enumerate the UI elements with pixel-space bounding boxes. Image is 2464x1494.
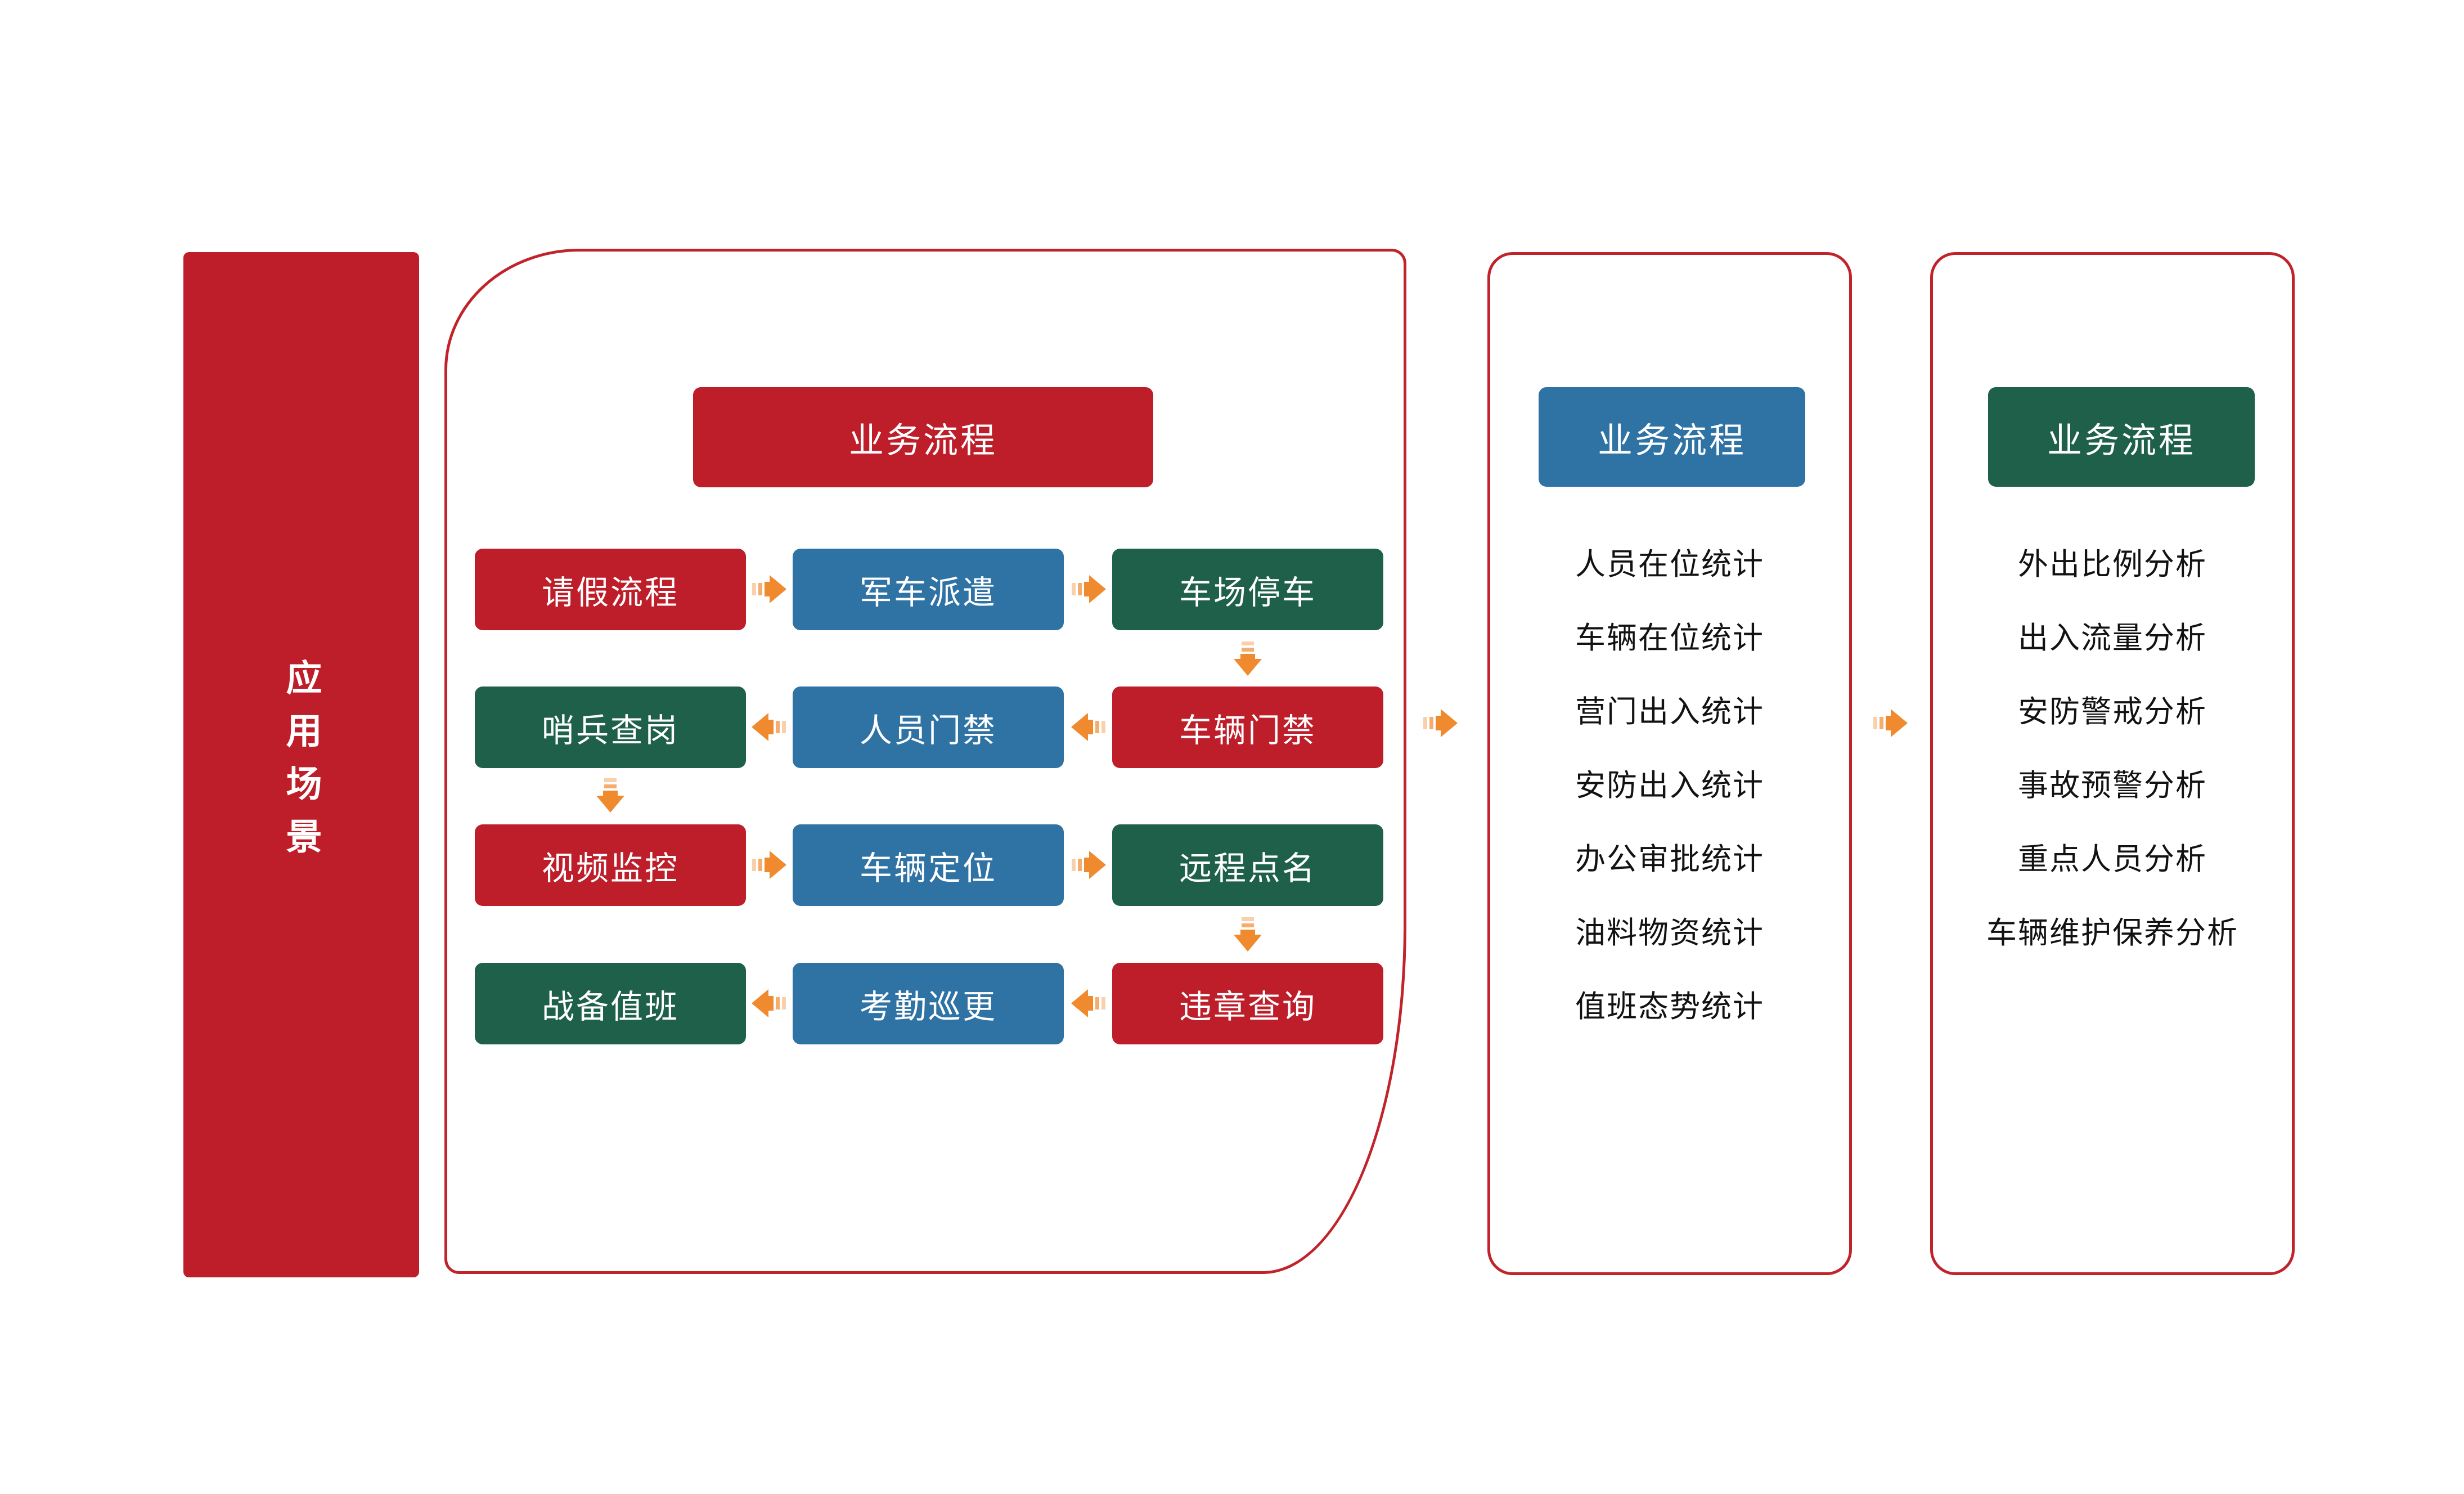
flow-arrow-down-icon	[595, 777, 626, 813]
list-item: 油料物资统计	[1575, 916, 1764, 950]
statistics-panel-header: 业务流程	[1539, 387, 1805, 487]
flow-box-vehicle-dispatch: 军车派遣	[793, 549, 1064, 630]
process-flow-panel: 业务流程 请假流程 军车派遣 车场停车 哨兵查岗 人员门禁 车辆门禁 视频监控 …	[444, 249, 1406, 1274]
list-item: 车辆在位统计	[1575, 621, 1764, 655]
panel-connector-arrow-icon	[1872, 707, 1908, 739]
flow-box-vehicle-access: 车辆门禁	[1112, 687, 1383, 768]
sidebar-application-scenarios: 应用场景	[183, 252, 419, 1277]
analysis-panel: 业务流程 外出比例分析 出入流量分析 安防警戒分析 事故预警分析 重点人员分析 …	[1930, 252, 2295, 1275]
list-item: 值班态势统计	[1575, 990, 1764, 1024]
statistics-list: 人员在位统计 车辆在位统计 营门出入统计 安防出入统计 办公审批统计 油料物资统…	[1490, 524, 1849, 1040]
list-item: 安防警戒分析	[2018, 695, 2207, 729]
flow-box-sentry-check: 哨兵查岗	[475, 687, 746, 768]
flow-arrow-down-icon	[1232, 640, 1264, 676]
flow-arrow-right-icon	[1071, 849, 1107, 881]
flow-arrow-left-icon	[1071, 711, 1107, 743]
flow-arrow-left-icon	[1071, 988, 1107, 1019]
flow-box-attendance-patrol: 考勤巡更	[793, 963, 1064, 1044]
list-item: 办公审批统计	[1575, 842, 1764, 876]
list-item: 出入流量分析	[2018, 621, 2207, 655]
flow-box-video-monitoring: 视频监控	[475, 824, 746, 906]
list-item: 营门出入统计	[1575, 695, 1764, 729]
process-panel-header: 业务流程	[693, 387, 1153, 487]
flow-box-leave-process: 请假流程	[475, 549, 746, 630]
flow-arrow-left-icon	[751, 711, 787, 743]
flow-box-lot-parking: 车场停车	[1112, 549, 1383, 630]
flow-box-personnel-access: 人员门禁	[793, 687, 1064, 768]
panel-connector-arrow-icon	[1422, 707, 1458, 739]
flow-arrow-right-icon	[751, 573, 787, 605]
flow-arrow-left-icon	[751, 988, 787, 1019]
list-item: 重点人员分析	[2018, 842, 2207, 876]
list-item: 人员在位统计	[1575, 548, 1764, 581]
list-item: 外出比例分析	[2018, 548, 2207, 581]
flow-box-violation-query: 违章查询	[1112, 963, 1383, 1044]
flow-box-combat-duty: 战备值班	[475, 963, 746, 1044]
statistics-panel: 业务流程 人员在位统计 车辆在位统计 营门出入统计 安防出入统计 办公审批统计 …	[1487, 252, 1852, 1275]
list-item: 事故预警分析	[2018, 769, 2207, 802]
flow-arrow-right-icon	[751, 849, 787, 881]
flow-box-remote-rollcall: 远程点名	[1112, 824, 1383, 906]
list-item: 车辆维护保养分析	[1986, 916, 2238, 950]
sidebar-label: 应用场景	[281, 659, 322, 871]
flow-arrow-right-icon	[1071, 573, 1107, 605]
list-item: 安防出入统计	[1575, 769, 1764, 802]
analysis-panel-header: 业务流程	[1988, 387, 2255, 487]
flow-arrow-down-icon	[1232, 916, 1264, 952]
analysis-list: 外出比例分析 出入流量分析 安防警戒分析 事故预警分析 重点人员分析 车辆维护保…	[1933, 524, 2292, 967]
flow-box-vehicle-location: 车辆定位	[793, 824, 1064, 906]
